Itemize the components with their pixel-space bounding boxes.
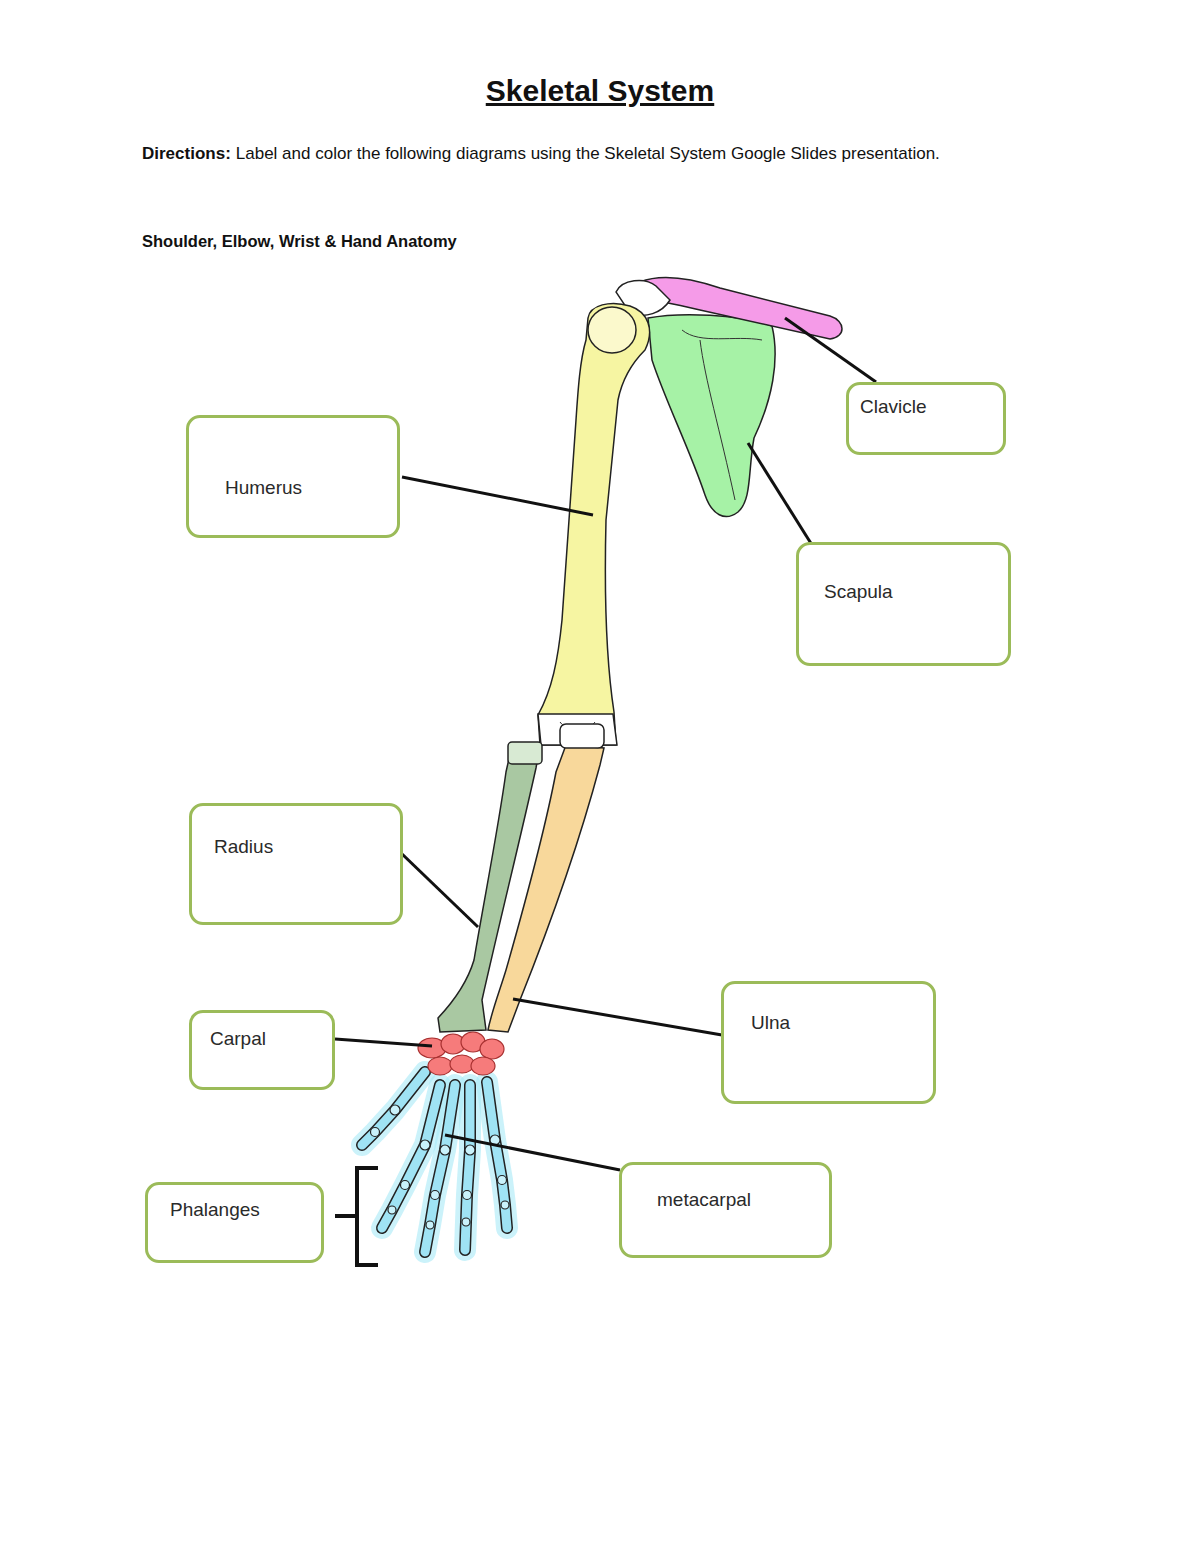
thumb-outline: [362, 1072, 425, 1145]
bone-label: Humerus: [225, 477, 302, 499]
radius-head: [508, 742, 542, 764]
joint: [440, 1145, 450, 1155]
joint: [401, 1181, 410, 1190]
joint: [501, 1201, 509, 1209]
phalanges-bracket: [335, 1168, 378, 1265]
joint: [431, 1191, 440, 1200]
label-box: Radius: [189, 803, 403, 925]
bone-label: Radius: [214, 836, 273, 858]
section-heading: Shoulder, Elbow, Wrist & Hand Anatomy: [142, 232, 457, 250]
joint: [388, 1206, 396, 1214]
label-box: Scapula: [796, 542, 1011, 666]
humerus-bone: [538, 303, 650, 745]
text-line: Shoulder, Elbow, Wrist & Hand Anatomy: [142, 232, 457, 251]
label-box: Carpal: [189, 1010, 335, 1090]
carpal-bone: [450, 1055, 474, 1073]
label-box: Phalanges: [145, 1182, 324, 1263]
carpal-bone: [428, 1057, 452, 1075]
leader-line: [785, 318, 876, 382]
joint: [420, 1140, 430, 1150]
joint: [465, 1145, 475, 1155]
middle-bones: [425, 1085, 455, 1252]
joint: [371, 1128, 380, 1137]
leader-line: [401, 853, 478, 927]
label-box: Clavicle: [846, 382, 1006, 455]
finger-joints: [371, 1105, 510, 1229]
bone-label: Phalanges: [170, 1199, 260, 1221]
bone-label: Carpal: [210, 1028, 266, 1050]
bone-label: Scapula: [824, 581, 893, 603]
humerus-head: [588, 307, 636, 353]
joint: [462, 1218, 470, 1226]
bone-label: Ulna: [751, 1012, 790, 1034]
carpal-bone: [471, 1057, 495, 1075]
joint: [426, 1221, 434, 1229]
joint: [498, 1176, 507, 1185]
label-box: Humerus: [186, 415, 400, 538]
directions-heading: Directions:: [142, 144, 231, 163]
label-box: Ulna: [721, 981, 936, 1104]
thumb-bones: [362, 1072, 425, 1145]
hand-glow: [362, 1072, 507, 1252]
hand-outline: [362, 1072, 507, 1252]
thumb-glow: [362, 1072, 425, 1145]
clavicle-bone: [640, 278, 842, 339]
joint: [390, 1105, 400, 1115]
ulna-olecranon: [560, 724, 604, 748]
page-title: Skeletal System: [0, 74, 1200, 108]
hand-bones: [362, 1072, 507, 1252]
ulna-bone: [488, 745, 604, 1032]
label-box: metacarpal: [619, 1162, 832, 1258]
leader-line: [335, 1039, 432, 1046]
leader-line: [748, 443, 812, 545]
carpal-bone: [480, 1039, 504, 1059]
joint: [463, 1191, 472, 1200]
bone-label: metacarpal: [657, 1189, 751, 1211]
carpal-bones: [418, 1032, 504, 1075]
leader-line: [513, 999, 722, 1035]
text-line: Directions: Label and color the following…: [142, 144, 940, 164]
leader-line: [402, 477, 593, 515]
scapula-detail: [682, 330, 762, 500]
bone-label: Clavicle: [860, 396, 927, 418]
directions-text: Label and color the following diagrams u…: [236, 144, 940, 163]
leader-line: [445, 1135, 620, 1170]
scapula-bone: [648, 315, 775, 517]
